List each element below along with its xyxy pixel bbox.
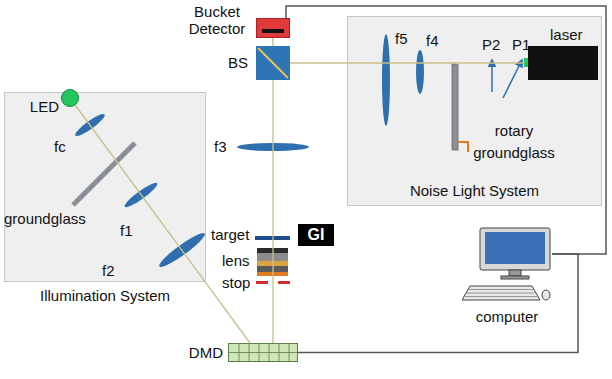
part-label: stop (222, 274, 250, 291)
splitter-face (258, 48, 288, 78)
computer-icon: computer (462, 226, 552, 304)
panel-fill (347, 16, 602, 206)
light-beam (272, 80, 273, 343)
system-panel: laserNoise Light System (347, 16, 602, 206)
node-label: laser (550, 26, 583, 43)
part-label: rotary groundglass (466, 120, 562, 164)
node-art (257, 19, 289, 37)
part-label: fc (54, 138, 66, 155)
part-label: f2 (102, 262, 115, 279)
sensor-strip (262, 29, 284, 33)
node-label: computer (462, 308, 552, 325)
node-label: LED (30, 98, 59, 115)
bucket-detector: Bucket Detector (256, 18, 290, 38)
aperture-stop (278, 281, 290, 284)
led-source: LED (61, 89, 79, 107)
part-label: lens (222, 252, 250, 269)
part-label: f1 (120, 222, 133, 239)
node-label: Illumination System (5, 287, 205, 304)
system-panel: LEDIllumination System (4, 92, 206, 282)
target-image: GI (298, 224, 334, 246)
light-beam (290, 62, 524, 63)
polarizer-p1 (503, 60, 522, 98)
node-label: Bucket Detector (181, 3, 253, 37)
laser-source: laser (528, 46, 598, 80)
part-label: f5 (395, 30, 408, 47)
lens-f4 (416, 50, 424, 94)
part-label: P2 (482, 36, 500, 53)
part-label: groundglass (4, 210, 86, 227)
node-art (462, 226, 552, 304)
node-label: DMD (189, 344, 223, 361)
node-art (256, 46, 290, 80)
beam-splitter: BS (256, 46, 290, 80)
rotary-mount (458, 142, 468, 152)
part-label: P1 (512, 36, 530, 53)
part-label: f4 (426, 32, 439, 49)
signal-wire (286, 6, 606, 254)
rotary-groundglass (452, 64, 458, 150)
light-beam (272, 38, 273, 46)
light-beam (75, 105, 250, 343)
part-label: f3 (214, 138, 227, 155)
lens-f5 (382, 34, 390, 126)
dmd-array: DMD (228, 343, 298, 362)
polarizer-p2 (491, 60, 493, 92)
node-art (229, 344, 297, 361)
part-label: target (211, 226, 249, 243)
aperture-stop (256, 281, 268, 284)
node-label: BS (228, 54, 248, 71)
node-label: Noise Light System (348, 182, 601, 199)
node-label: GI (298, 226, 334, 243)
